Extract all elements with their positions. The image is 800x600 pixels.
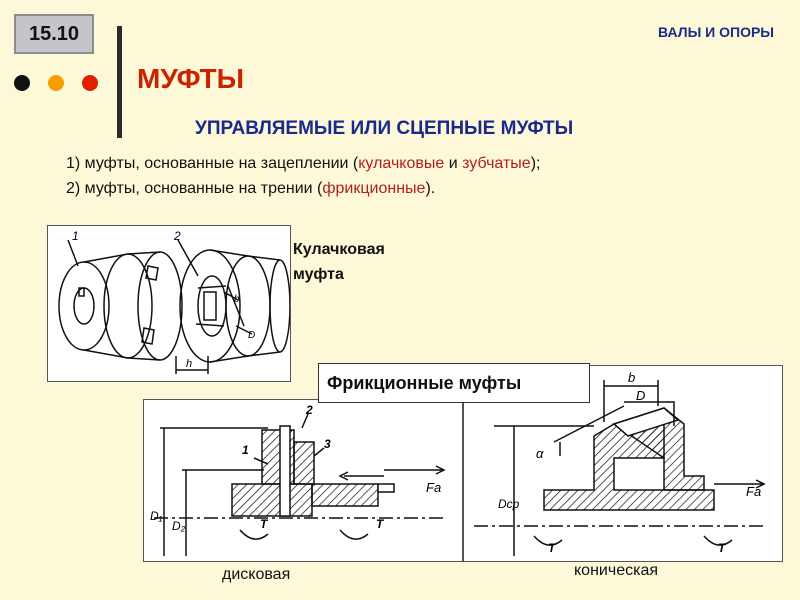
cone-label-t1: T (548, 541, 557, 555)
page-title: МУФТЫ (137, 63, 245, 94)
cone-label-b: b (628, 370, 635, 385)
dot-red (82, 75, 98, 91)
cone-label-dcp: Dср (498, 497, 520, 511)
page-subtitle: УПРАВЛЯЕМЫЕ ИЛИ СЦЕПНЫЕ МУФТЫ (195, 118, 574, 139)
disc-label-1: 1 (242, 443, 249, 457)
cam-coupling-drawing: 1 2 h b D (47, 225, 291, 382)
label-1: 1 (72, 229, 79, 243)
disc-label-t1: T (260, 517, 269, 531)
disc-label-2: 2 (305, 403, 313, 417)
cone-caption: коническая (574, 562, 658, 579)
disc-label-t2: T (376, 517, 385, 531)
label-b: b (234, 294, 240, 305)
cam-coupling-svg: 1 2 h b D (58, 229, 291, 374)
label-d: D (248, 330, 255, 341)
slide-number: 15.10 (14, 14, 94, 54)
label-h: h (186, 358, 192, 370)
cone-label-alpha: α (536, 446, 544, 461)
section-title: ВАЛЫ И ОПОРЫ (658, 24, 774, 40)
cone-label-fa: Fa (746, 484, 761, 499)
disc-label-3: 3 (324, 437, 331, 451)
cone-label-t2: T (718, 541, 727, 555)
disc-caption: дисковая (222, 566, 291, 583)
disc-label-fa: Fa (426, 480, 441, 495)
coupling-types-list: 1) муфты, основанные на зацеплении (кула… (66, 151, 540, 201)
disc-label-d2: D₂ (172, 519, 186, 533)
dot-black (14, 75, 30, 91)
list-item: 1) муфты, основанные на зацеплении (кула… (66, 155, 541, 172)
disc-label-d1: D₁ (150, 509, 163, 523)
cone-coupling-svg: b D α Dср Fa T T (474, 370, 766, 556)
disc-coupling-drawing: 1 2 3 D₁ D₂ Fa T T (143, 399, 463, 562)
disc-coupling-svg: 1 2 3 D₁ D₂ Fa T T (150, 403, 446, 556)
dot-orange (48, 75, 64, 91)
cone-label-d: D (636, 388, 645, 403)
list-item: 2) муфты, основанные на трении (фрикцион… (66, 180, 436, 197)
label-2: 2 (173, 229, 181, 243)
friction-couplings-title: Фрикционные муфты (318, 363, 590, 403)
cam-coupling-caption: Кулачковая муфта (293, 241, 385, 283)
header-divider (117, 26, 122, 138)
